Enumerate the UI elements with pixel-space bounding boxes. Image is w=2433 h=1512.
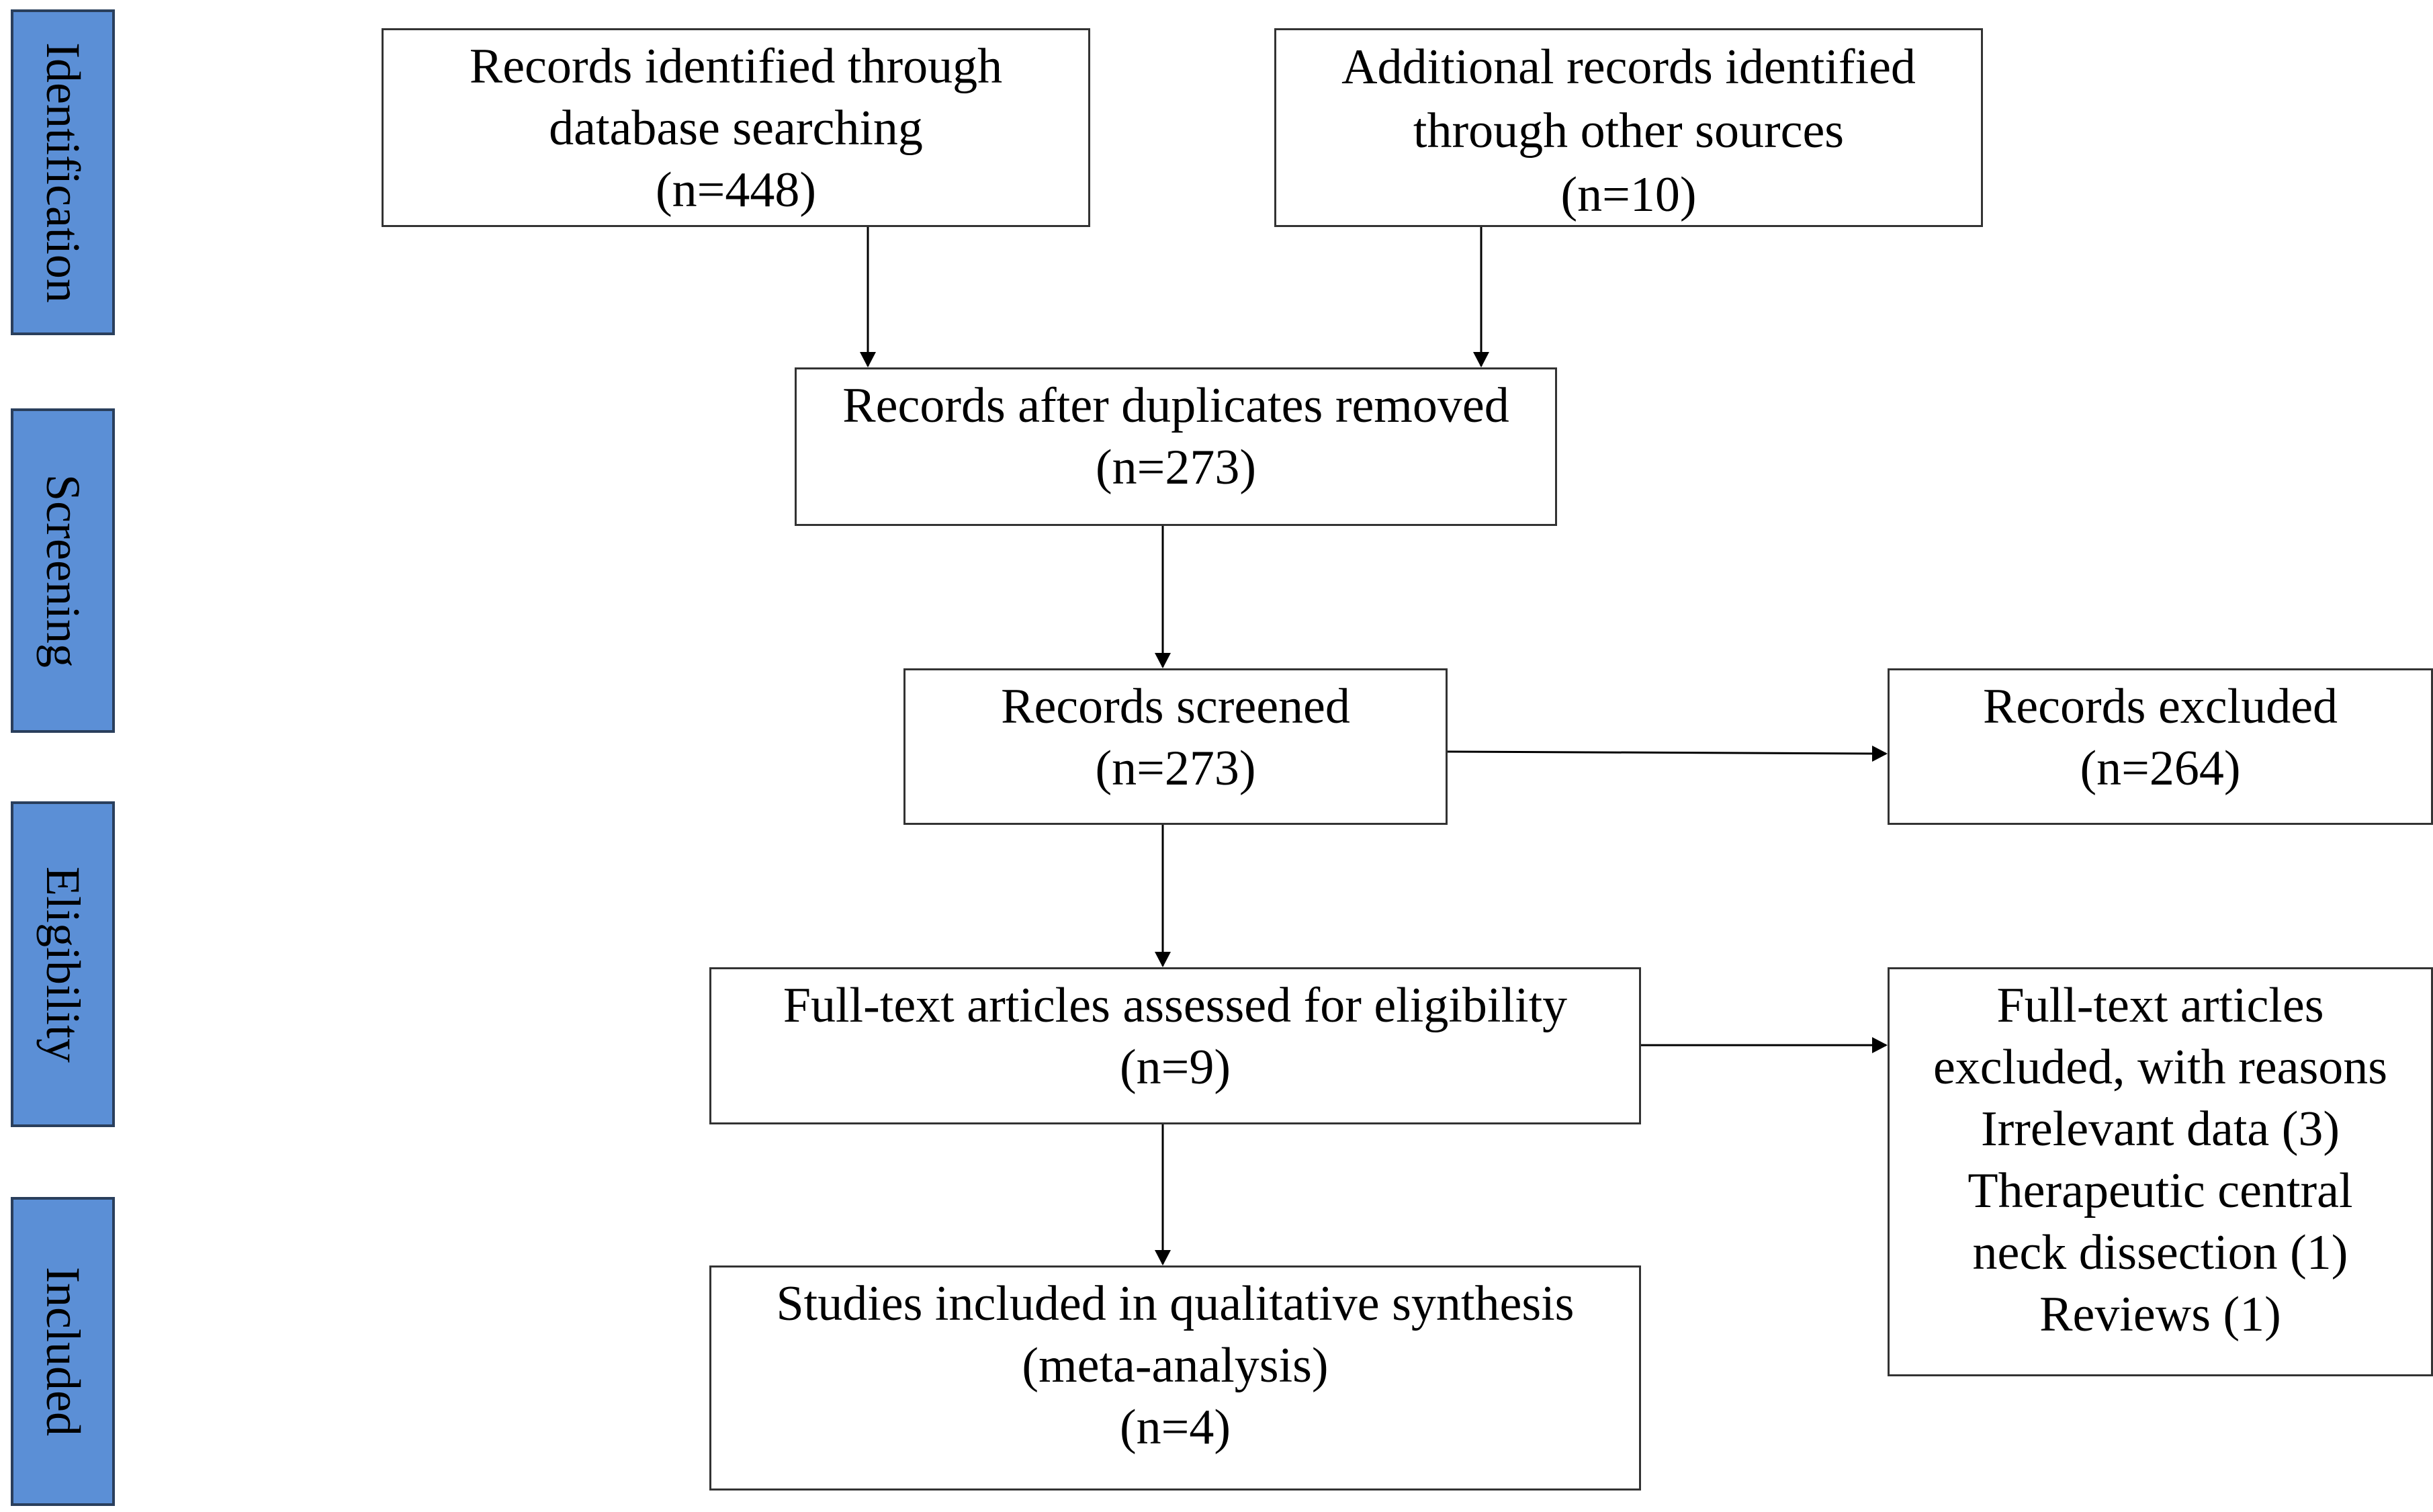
included-studies-line-1: Studies included in qualitative synthesi…: [776, 1276, 1575, 1331]
database-search-count: (n=448): [655, 163, 817, 218]
after-duplicates-line-1: Records after duplicates removed: [842, 378, 1509, 433]
other-sources-line-2: through other sources: [1413, 103, 1845, 159]
phase-included: Included: [11, 1197, 115, 1506]
full-text-excluded-line-2: excluded, with reasons: [1933, 1040, 2388, 1095]
records-excluded-line-1: Records excluded: [1982, 679, 2338, 734]
box-included-studies: Studies included in qualitative synthesi…: [709, 1265, 1641, 1491]
other-sources-line-1: Additional records identified: [1341, 40, 1916, 95]
records-screened-line-1: Records screened: [1001, 679, 1350, 734]
arrowhead-database-to-duplicates: [860, 352, 876, 367]
exclusion-reason-therapeutic-2: neck dissection (1): [1972, 1225, 2348, 1280]
box-full-text-assessed: Full-text articles assessed for eligibil…: [709, 967, 1641, 1124]
box-full-text-excluded: Full-text articles excluded, with reason…: [1888, 967, 2433, 1376]
full-text-excluded-line-1: Full-text articles: [1996, 978, 2324, 1033]
arrowhead-fulltext-to-excluded: [1872, 1037, 1888, 1053]
arrowhead-duplicates-to-screened: [1155, 653, 1171, 668]
other-sources-count: (n=10): [1560, 167, 1697, 222]
phase-screening: Screening: [11, 408, 115, 733]
included-studies-count: (n=4): [1119, 1400, 1231, 1455]
database-search-line-1: Records identified through: [469, 39, 1003, 94]
exclusion-reason-therapeutic-1: Therapeutic central: [1967, 1163, 2353, 1218]
phase-identification: Identification: [11, 9, 115, 335]
arrowhead-screened-to-fulltext: [1155, 952, 1171, 967]
arrow-screened-to-excluded: [1447, 750, 1887, 755]
included-studies-line-2: (meta-analysis): [1022, 1338, 1329, 1393]
exclusion-reason-irrelevant: Irrelevant data (3): [1980, 1102, 2340, 1157]
records-excluded-count: (n=264): [2080, 741, 2241, 796]
full-text-assessed-count: (n=9): [1119, 1040, 1231, 1095]
exclusion-reason-reviews: Reviews (1): [2039, 1287, 2281, 1342]
box-other-sources: Additional records identified through ot…: [1274, 28, 1983, 227]
box-database-search: Records identified through database sear…: [382, 28, 1090, 227]
full-text-assessed-line-1: Full-text articles assessed for eligibil…: [783, 978, 1568, 1033]
box-after-duplicates: Records after duplicates removed (n=273): [795, 367, 1557, 526]
arrowhead-other-to-duplicates: [1473, 352, 1489, 367]
after-duplicates-count: (n=273): [1095, 440, 1257, 495]
database-search-line-2: database searching: [549, 101, 923, 156]
box-records-excluded: Records excluded (n=264): [1888, 668, 2433, 825]
phase-eligibility: Eligibility: [11, 801, 115, 1127]
box-records-screened: Records screened (n=273): [903, 668, 1448, 825]
records-screened-count: (n=273): [1095, 741, 1256, 796]
arrowhead-fulltext-to-included: [1155, 1250, 1171, 1265]
arrowhead-screened-to-excluded: [1872, 746, 1888, 762]
